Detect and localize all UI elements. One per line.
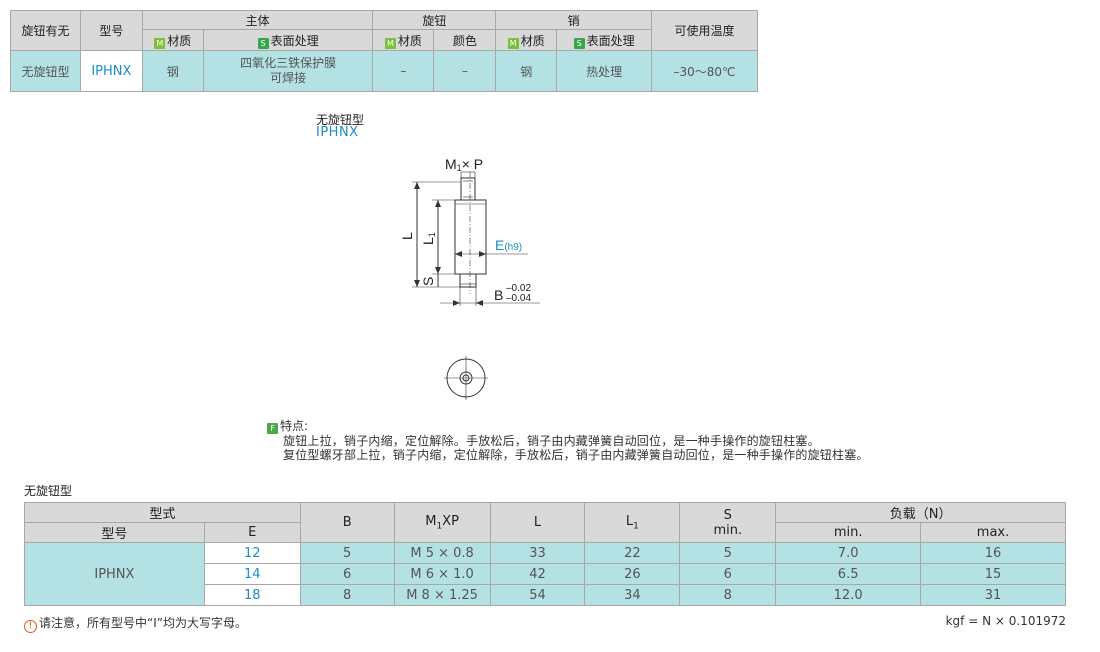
cell-knob: 无旋钮型 xyxy=(10,50,81,92)
body xyxy=(454,199,487,275)
cell-L1: 22 xyxy=(584,542,681,564)
label-B: B xyxy=(494,287,503,303)
cell-E[interactable]: 12 xyxy=(203,542,301,564)
features-line-1: 旋钮上拉，销子内缩，定位解除。手放松后，销子由内藏弹簧自动回位，是一种手操作的旋… xyxy=(283,434,820,448)
cell-model[interactable]: IPHNX xyxy=(79,50,143,92)
label-L: L xyxy=(399,232,415,240)
cell-knob-color: – xyxy=(433,50,497,92)
header-knob: 旋钮有无 xyxy=(10,10,81,51)
cell-L: 54 xyxy=(489,584,586,606)
table-row: 18 8 M 8 × 1.25 54 34 8 12.0 31 xyxy=(25,584,1066,606)
cell-L1: 34 xyxy=(584,584,681,606)
features-line-2: 复位型螺牙部上拉，销子内缩，定位解除，手放松后，销子由内藏弹簧自动回位，是一种手… xyxy=(283,448,869,462)
surface-line-2: 可焊接 xyxy=(270,71,307,85)
cell-temp: –30～80℃ xyxy=(651,50,758,92)
drawing-caption: 无旋钮型 xyxy=(316,113,365,127)
cell-MxP: M 5 × 0.8 xyxy=(393,542,491,564)
conversion-note: kgf = N × 0.101972 xyxy=(945,614,1066,628)
cell-body-surface: 四氧化三铁保护膜 可焊接 xyxy=(202,50,374,92)
warning-icon: ! xyxy=(24,620,37,633)
label-S: S xyxy=(420,277,436,286)
label-B-tol-up: –0.02 xyxy=(506,283,531,294)
pin xyxy=(459,273,477,288)
label-E: E(h9) xyxy=(495,237,522,253)
header-pin: 销 xyxy=(495,10,653,30)
cell-load-min: 6.5 xyxy=(775,563,922,585)
header-load-max: max. xyxy=(920,522,1066,543)
cell-load-max: 16 xyxy=(920,542,1066,564)
cell-L: 42 xyxy=(489,563,586,585)
cell-L: 33 xyxy=(489,542,586,564)
cell-MxP: M 8 × 1.25 xyxy=(393,584,491,606)
header-load: 负载（N） xyxy=(775,502,1066,523)
header-B: B xyxy=(299,502,395,543)
cell-load-min: 7.0 xyxy=(775,542,922,564)
cell-load-max: 31 xyxy=(920,584,1066,606)
label-L1: L1 xyxy=(420,232,437,245)
note-text: 请注意，所有型号中“I”均为大写字母。 xyxy=(39,616,247,630)
header-model: 型号 xyxy=(79,10,143,51)
cell-S: 5 xyxy=(679,542,777,564)
material-tag-icon: M xyxy=(384,37,396,49)
cell-E[interactable]: 14 xyxy=(203,563,301,585)
section-title: 无旋钮型 xyxy=(24,484,73,498)
drawing-model: IPHNX xyxy=(316,125,359,140)
header-type: 型式 xyxy=(24,502,301,523)
cell-load-max: 15 xyxy=(920,563,1066,585)
label-B-tol-dn: –0.04 xyxy=(506,293,531,304)
cell-B: 5 xyxy=(299,542,395,564)
cell-pin-material: 钢 xyxy=(495,50,558,92)
header-load-min: min. xyxy=(775,522,922,543)
cell-S: 6 xyxy=(679,563,777,585)
header-L: L xyxy=(489,502,586,543)
technical-drawing: M1× P L L1 S E(h9) B –0.02 –0.04 xyxy=(399,156,540,400)
header-E: E xyxy=(203,522,301,543)
header-knob-group: 旋钮 xyxy=(372,10,497,30)
header-MxP: M1XP xyxy=(393,502,491,543)
header-L1: L1 xyxy=(584,502,681,543)
cell-body-material: 钢 xyxy=(141,50,204,92)
cell-model[interactable]: IPHNX xyxy=(24,542,205,606)
cell-E[interactable]: 18 xyxy=(203,584,301,606)
header-knob-color: 颜色 xyxy=(433,29,497,51)
cell-S: 8 xyxy=(679,584,777,606)
header-model: 型号 xyxy=(24,522,205,543)
header-body: 主体 xyxy=(141,10,374,30)
cell-pin-surface: 热处理 xyxy=(556,50,653,92)
surface-tag-icon: S xyxy=(257,37,269,49)
label-m1xp: M1× P xyxy=(445,156,483,173)
table-row: 14 6 M 6 × 1.0 42 26 6 6.5 15 xyxy=(25,563,1066,585)
cell-B: 8 xyxy=(299,584,395,606)
material-tag-icon: M xyxy=(507,37,519,49)
cell-knob-material: – xyxy=(372,50,435,92)
feature-tag-icon: F xyxy=(267,423,278,434)
material-tag-icon: M xyxy=(154,37,166,49)
note: !请注意，所有型号中“I”均为大写字母。 xyxy=(24,614,247,633)
cell-MxP: M 6 × 1.0 xyxy=(393,563,491,585)
surface-line-1: 四氧化三铁保护膜 xyxy=(240,56,337,70)
cell-load-min: 12.0 xyxy=(775,584,922,606)
cell-B: 6 xyxy=(299,563,395,585)
surface-tag-icon: S xyxy=(573,37,585,49)
cell-L1: 26 xyxy=(584,563,681,585)
table-row: IPHNX 12 5 M 5 × 0.8 33 22 5 7.0 16 xyxy=(24,542,1066,606)
